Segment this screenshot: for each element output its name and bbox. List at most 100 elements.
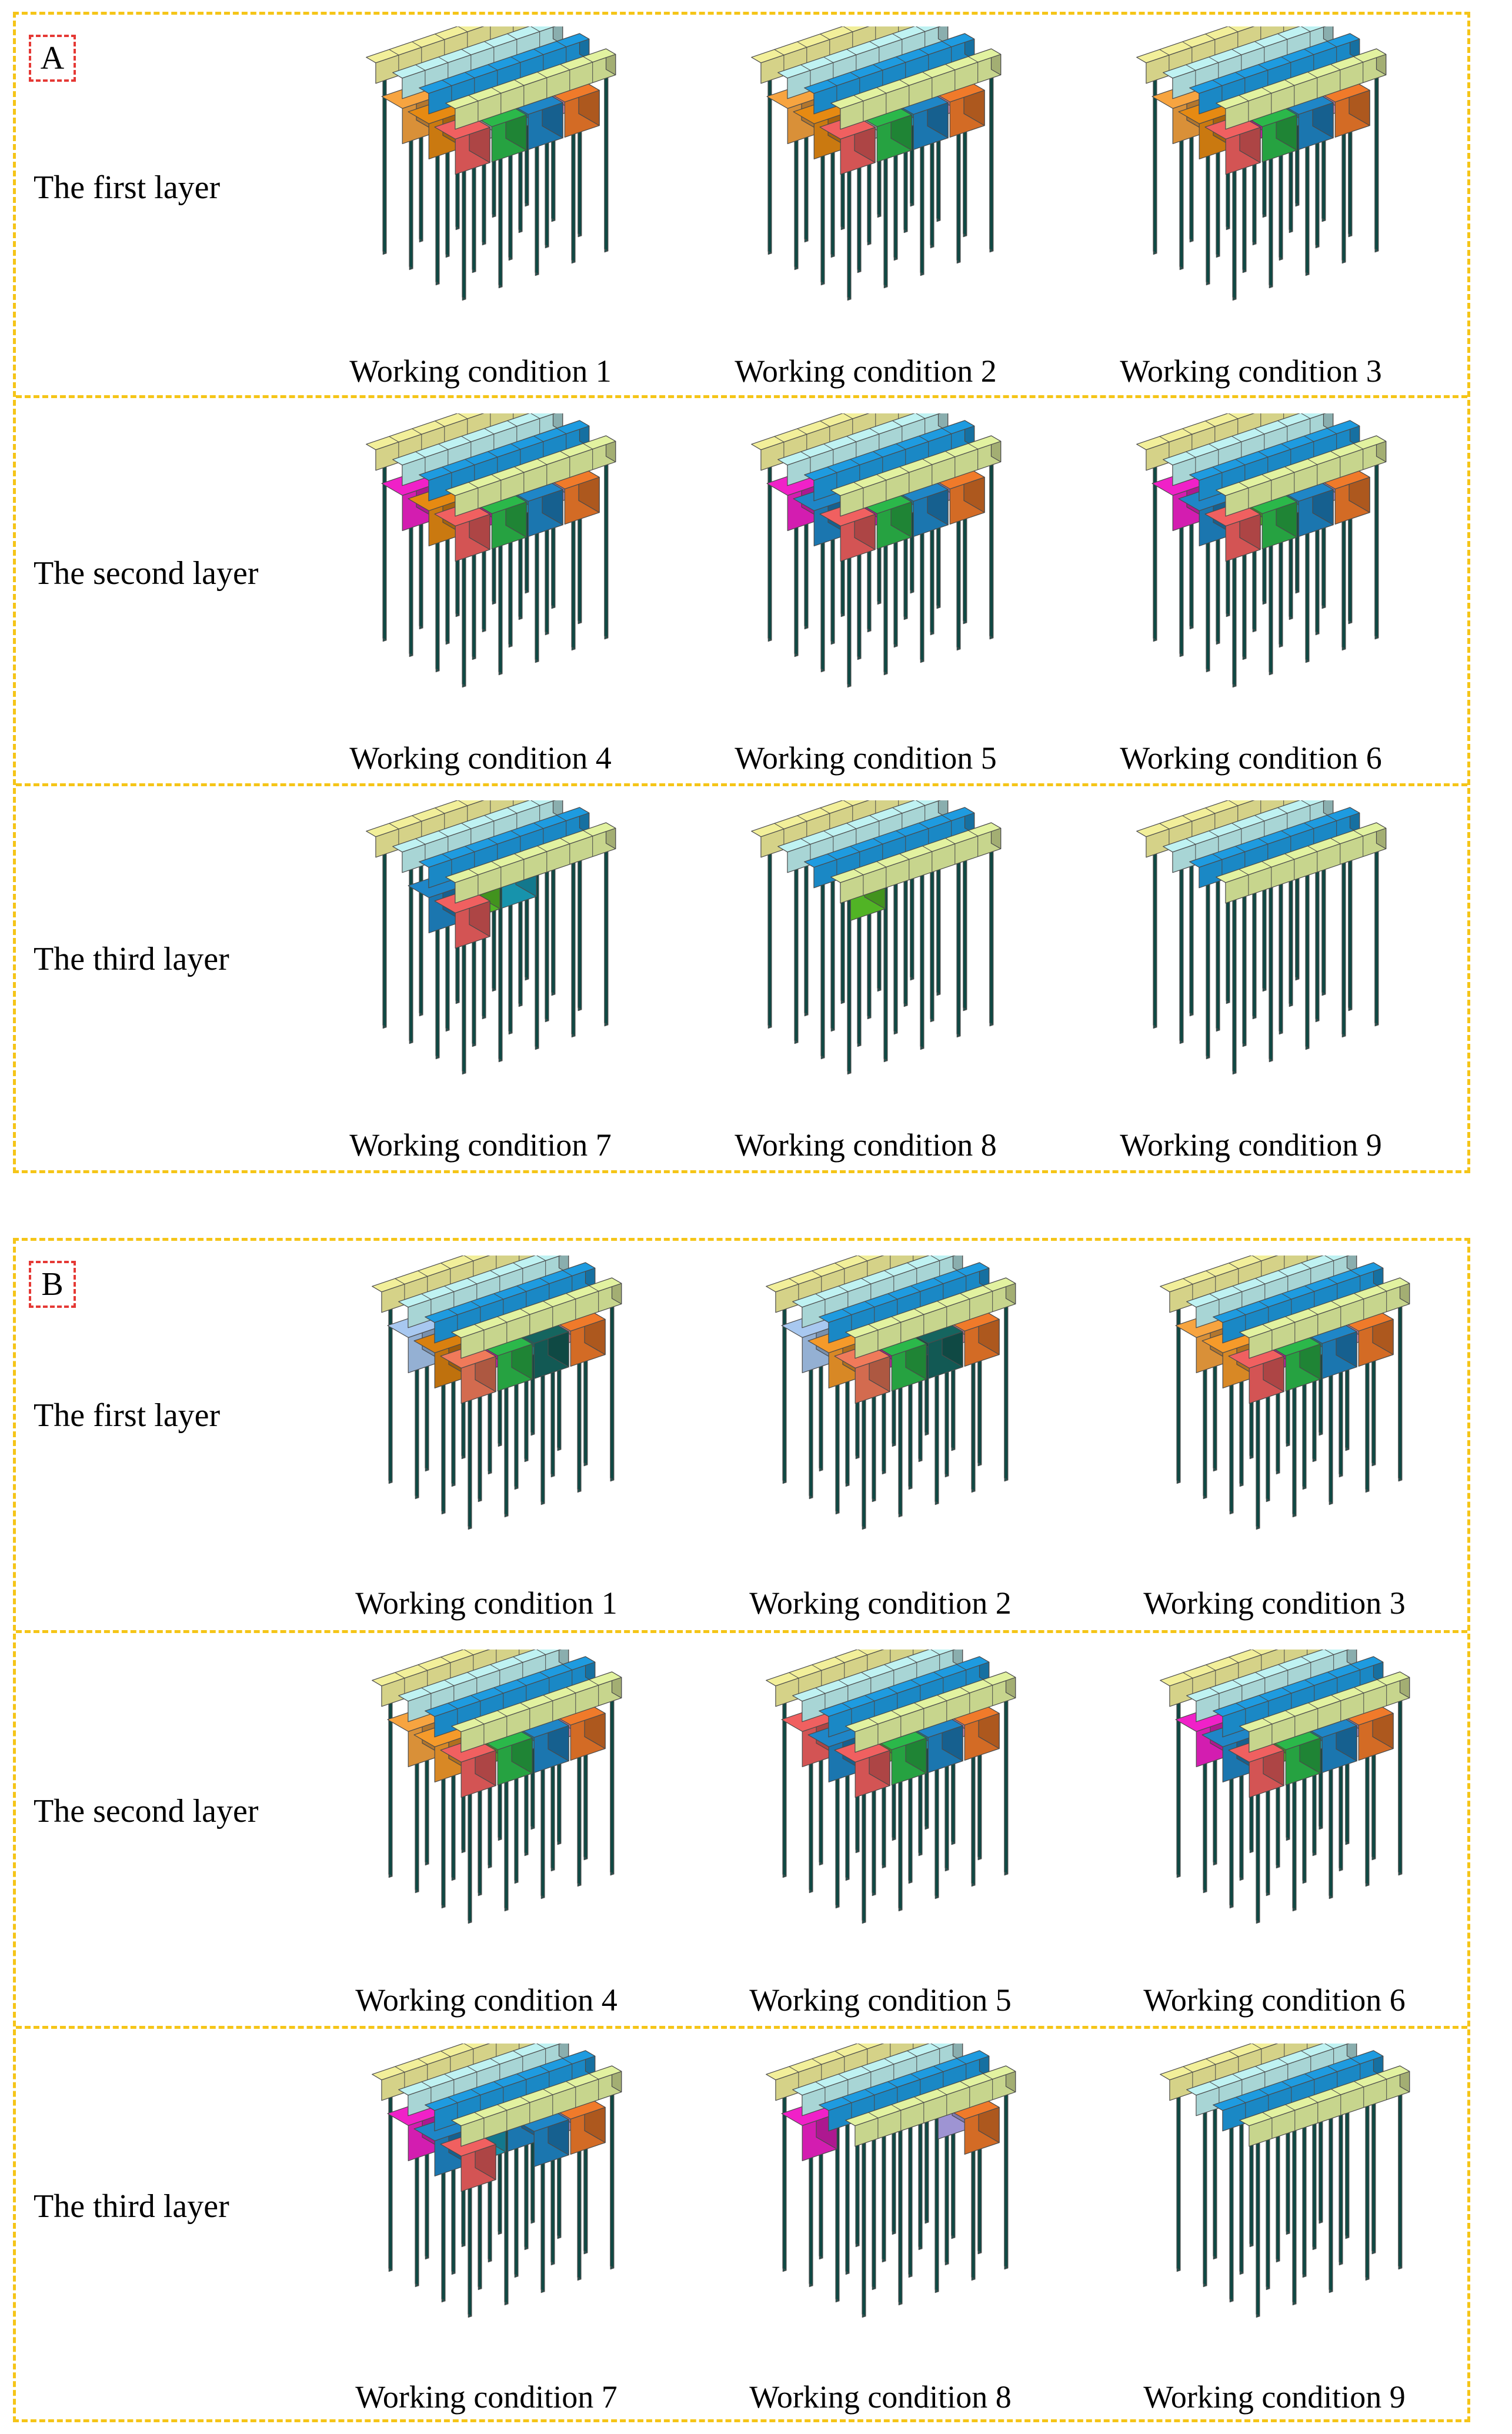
beam-mesh-line [418, 1664, 428, 1691]
pile-side-face [610, 2092, 615, 2269]
beam-mesh-line [1186, 64, 1196, 91]
condition-panel: Working condition 8 [683, 800, 1048, 1163]
beam-mesh-line [440, 2051, 451, 2078]
condition-panel: Working condition 4 [298, 413, 663, 776]
beam-mesh-line [1304, 1680, 1315, 1706]
beam-mesh-line [470, 1695, 481, 1722]
pile-side-face [989, 849, 994, 1026]
beam-mesh-line [873, 64, 883, 91]
beam-mesh-line [922, 459, 933, 485]
beam-mesh-line [898, 413, 899, 424]
beam-top-face [766, 1256, 884, 1293]
beam-mesh-line [468, 869, 479, 896]
beam-mesh-line [491, 474, 502, 501]
pile-side-face [1305, 872, 1310, 1049]
beam-mesh-line [516, 2074, 527, 2100]
beam-top-face [751, 26, 870, 64]
beam-top-face [819, 1656, 990, 1717]
beam-mesh-line [389, 49, 399, 76]
beam-mesh-line [887, 1293, 898, 1320]
condition-label: Working condition 8 [749, 2379, 1012, 2415]
beam-mesh-line [1228, 26, 1239, 52]
condition-panel: Working condition 3 [1092, 1256, 1457, 1621]
pile-side-face [782, 1306, 787, 1483]
beam-mesh-line [896, 830, 906, 857]
beam-mesh-line [1205, 807, 1216, 834]
beam-mesh-line [827, 853, 837, 880]
beam-mesh-line [861, 1672, 872, 1699]
beam-mesh-line [497, 1710, 508, 1737]
beam-mesh-line [1283, 413, 1284, 424]
beam-mesh-line [513, 2050, 523, 2077]
beam-mesh-line [774, 49, 785, 76]
pile-side-face [847, 897, 852, 1074]
structure-model [372, 1256, 622, 1530]
beam-mesh-line [1231, 823, 1242, 850]
beam-mesh-line [820, 807, 830, 834]
beam-mesh-line [467, 1278, 478, 1305]
beam-mesh-line [1183, 1278, 1193, 1305]
beam-top-face [792, 2044, 956, 2096]
beam-mesh-line [1258, 451, 1269, 478]
beam-mesh-line [1331, 1301, 1341, 1327]
beam-top-face [398, 1650, 562, 1702]
beam-mesh-line [539, 1671, 550, 1698]
beam-mesh-line [915, 800, 926, 826]
beam-mesh-line [960, 2081, 970, 2108]
beam-mesh-line [843, 413, 853, 439]
pile-side-face [1232, 897, 1237, 1074]
beam-mesh-line [898, 800, 899, 811]
beam-mesh-line [1259, 1695, 1269, 1722]
pile-side-face [1206, 882, 1210, 1059]
structure-model [1136, 800, 1387, 1075]
pile-side-face [610, 1698, 615, 1875]
beam-mesh-line [1278, 2058, 1289, 2085]
beam-mesh-line [1301, 1262, 1311, 1289]
beam-mesh-line [937, 2089, 947, 2115]
beam-mesh-line [1307, 459, 1318, 485]
beam-mesh-line [461, 49, 472, 76]
beam-mesh-line [933, 1277, 944, 1304]
beam-mesh-line [850, 846, 860, 873]
condition-panel: Working condition 2 [683, 26, 1048, 389]
beam-mesh-line [890, 2044, 891, 2062]
beam-mesh-line [1258, 64, 1269, 91]
beam-mesh-line [1324, 1650, 1334, 1675]
pile-side-face [1374, 462, 1379, 639]
pile-side-face [382, 851, 387, 1028]
pile-side-face [1374, 849, 1379, 1026]
beam-mesh-line [1300, 413, 1311, 439]
beam-mesh-line [815, 2081, 826, 2108]
beam-mesh-line [1261, 861, 1272, 888]
beam-mesh-line [560, 837, 570, 864]
beam-mesh-line [892, 807, 903, 834]
beam-mesh-line [1262, 1324, 1273, 1351]
beam-mesh-line [884, 1270, 894, 1297]
beam-top-face [398, 1256, 562, 1308]
beam-mesh-line [1304, 2074, 1315, 2100]
beam-top-face [1213, 1656, 1384, 1717]
beam-mesh-line [861, 2066, 872, 2093]
beam-mesh-line [536, 1256, 546, 1281]
beam-mesh-line [945, 450, 956, 478]
condition-label: Working condition 4 [349, 740, 612, 776]
pile-side-face [604, 75, 609, 252]
pile-side-face [535, 872, 539, 1049]
pile-side-face [835, 2125, 840, 2302]
beam-mesh-line [415, 451, 426, 478]
beam-top-face [419, 420, 590, 481]
beam-mesh-line [937, 1301, 947, 1327]
beam-mesh-line [919, 822, 929, 849]
beam-mesh-line [1307, 2044, 1308, 2054]
beam-mesh-line [589, 1285, 599, 1312]
beam-top-face [372, 2044, 490, 2081]
beam-mesh-line [1377, 2073, 1387, 2100]
pile-side-face [409, 866, 413, 1043]
beam-mesh-line [890, 1256, 891, 1274]
pile-side-face [1269, 884, 1273, 1061]
pile-side-face [571, 860, 576, 1037]
pile-side-face [1153, 77, 1157, 254]
layer-label: The first layer [34, 169, 221, 206]
beam-mesh-line [838, 1286, 849, 1313]
pile-side-face [934, 2115, 939, 2292]
